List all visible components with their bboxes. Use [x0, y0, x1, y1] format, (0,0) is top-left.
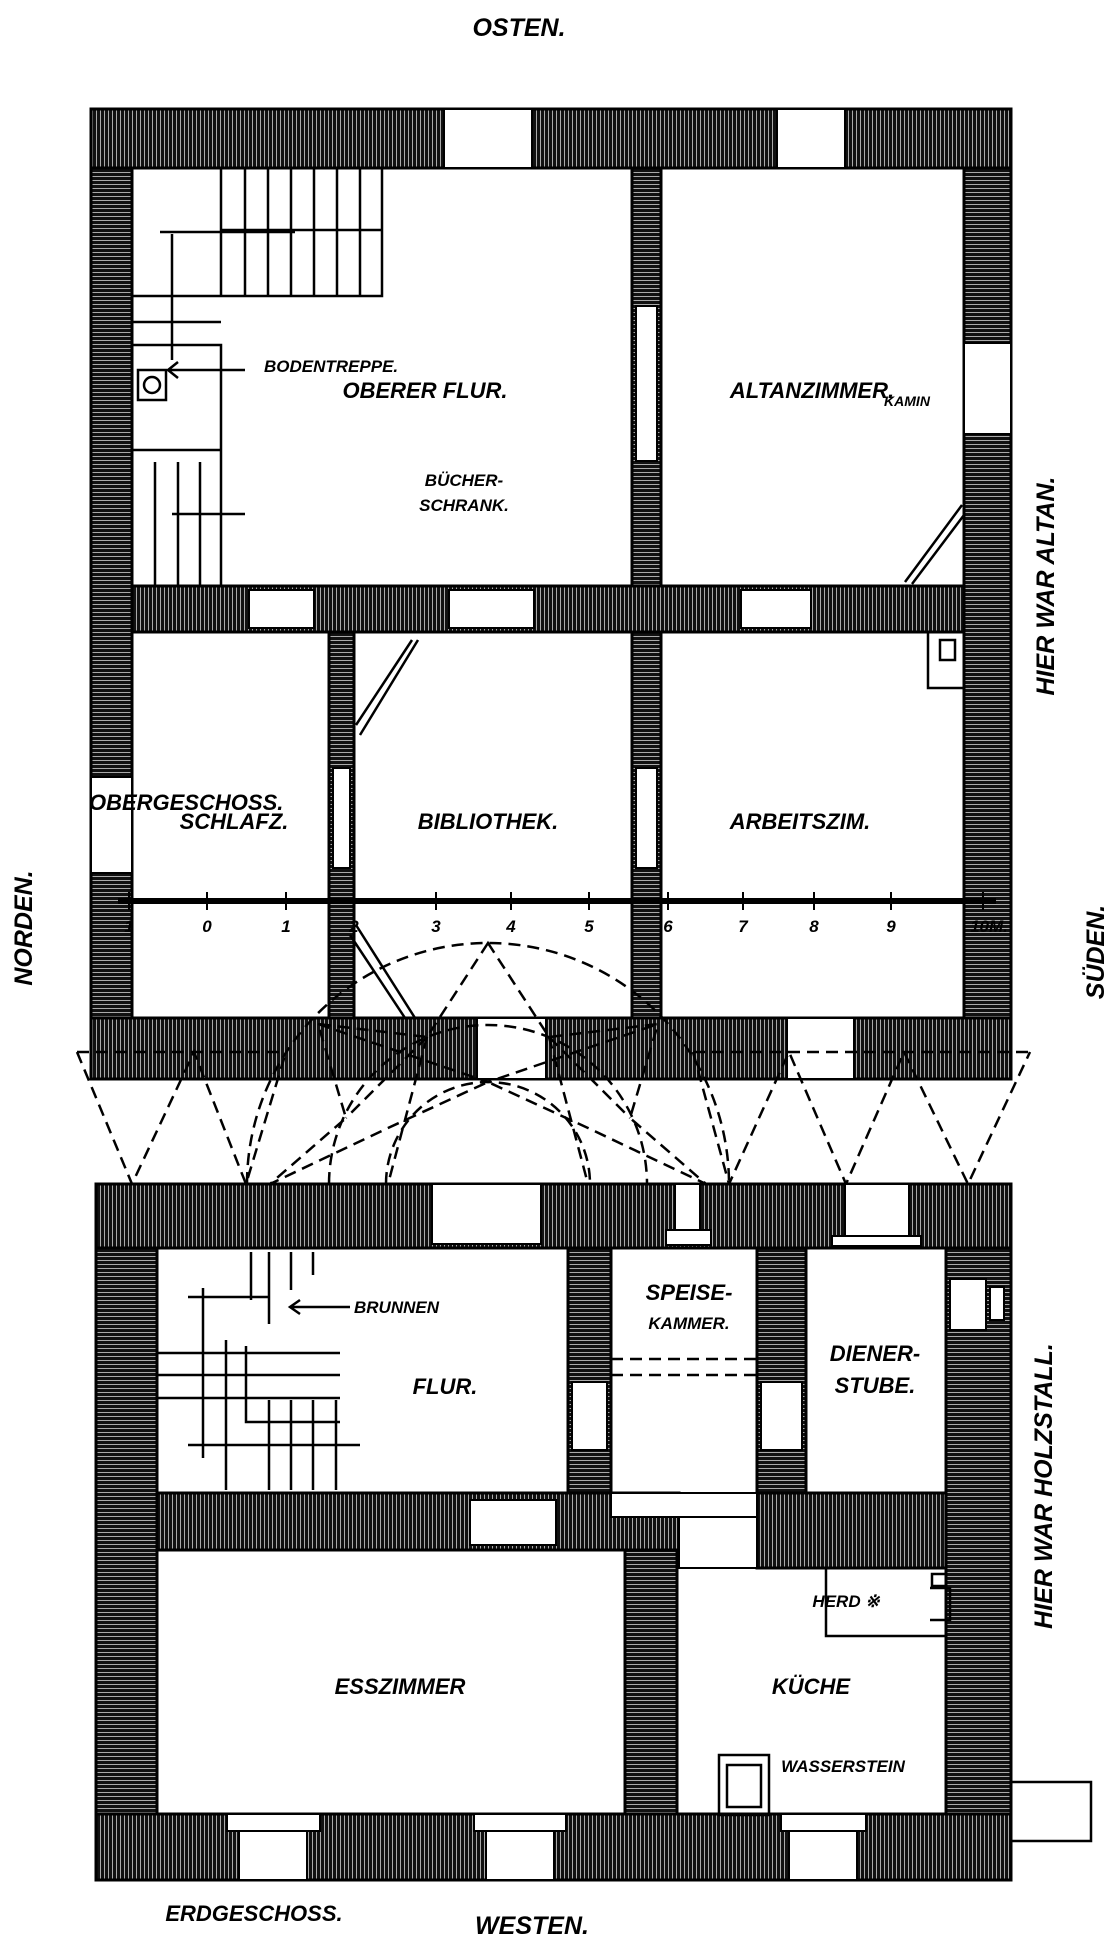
room-label-upper-hall: OBERER FLUR. — [343, 378, 508, 403]
scale-label: 0 — [202, 917, 212, 936]
scale-label: 9 — [886, 917, 896, 936]
ground-floor-plan: FLUR. SPEISE- KAMMER. DIENER- STUBE. ESS… — [94, 1182, 1093, 1882]
scale-label: 10M. — [970, 917, 1008, 936]
room-label-study: ARBEITSZIM. — [729, 809, 871, 834]
room-label-dining: ESSZIMMER — [335, 1674, 466, 1699]
ground-floor-title: ERDGESCHOSS. — [165, 1901, 342, 1926]
well-label: BRUNNEN — [354, 1298, 440, 1317]
upper-floor-plan: OBERER FLUR. ALTANZIMMER. SCHLAFZ. BIBLI… — [89, 107, 1013, 1081]
scale-label: 7 — [738, 917, 749, 936]
scale-label: 1 — [124, 917, 133, 936]
compass-west-label: WESTEN. — [475, 1912, 589, 1940]
room-label-kitchen: KÜCHE — [772, 1674, 852, 1699]
attic-stairs-label: BODENTREPPE. — [264, 357, 398, 376]
upper-side-note: HIER WAR ALTAN. — [1032, 477, 1060, 696]
upper-floor-title: OBERGESCHOSS. — [89, 790, 283, 815]
scale-label: 3 — [431, 917, 441, 936]
scale-label: 2 — [348, 917, 359, 936]
scale-label: 8 — [809, 917, 819, 936]
compass-east-label: OSTEN. — [472, 14, 565, 42]
compass-north-label: NORDEN. — [10, 870, 38, 985]
scale-label: 6 — [663, 917, 673, 936]
room-label-library: BIBLIOTHEK. — [418, 809, 559, 834]
scale-bar: 1 0 1 2 3 4 5 6 7 8 9 10M. — [118, 892, 1008, 936]
scale-label: 4 — [505, 917, 516, 936]
scale-label: 5 — [584, 917, 594, 936]
ground-side-note: HIER WAR HOLZSTALL. — [1030, 1343, 1058, 1629]
stove-label: HERD ※ — [812, 1592, 880, 1611]
room-label-bedroom: SCHLAFZ. — [180, 809, 289, 834]
room-label-pantry-1: SPEISE- — [646, 1280, 733, 1305]
bookcase-label-2: SCHRANK. — [419, 496, 509, 515]
room-label-ground-hall: FLUR. — [413, 1374, 478, 1399]
compass-south-label: SÜDEN. — [1081, 905, 1110, 999]
room-label-balcony-room: ALTANZIMMER. — [729, 378, 894, 403]
bookcase-label-1: BÜCHER- — [425, 471, 504, 490]
room-label-pantry-2: KAMMER. — [648, 1314, 729, 1333]
scale-label: 1 — [281, 917, 290, 936]
fireplace-label: KAMIN — [884, 393, 931, 409]
sink-label: WASSERSTEIN — [781, 1757, 905, 1776]
room-label-servant-1: DIENER- — [830, 1341, 920, 1366]
room-label-servant-2: STUBE. — [835, 1373, 916, 1398]
